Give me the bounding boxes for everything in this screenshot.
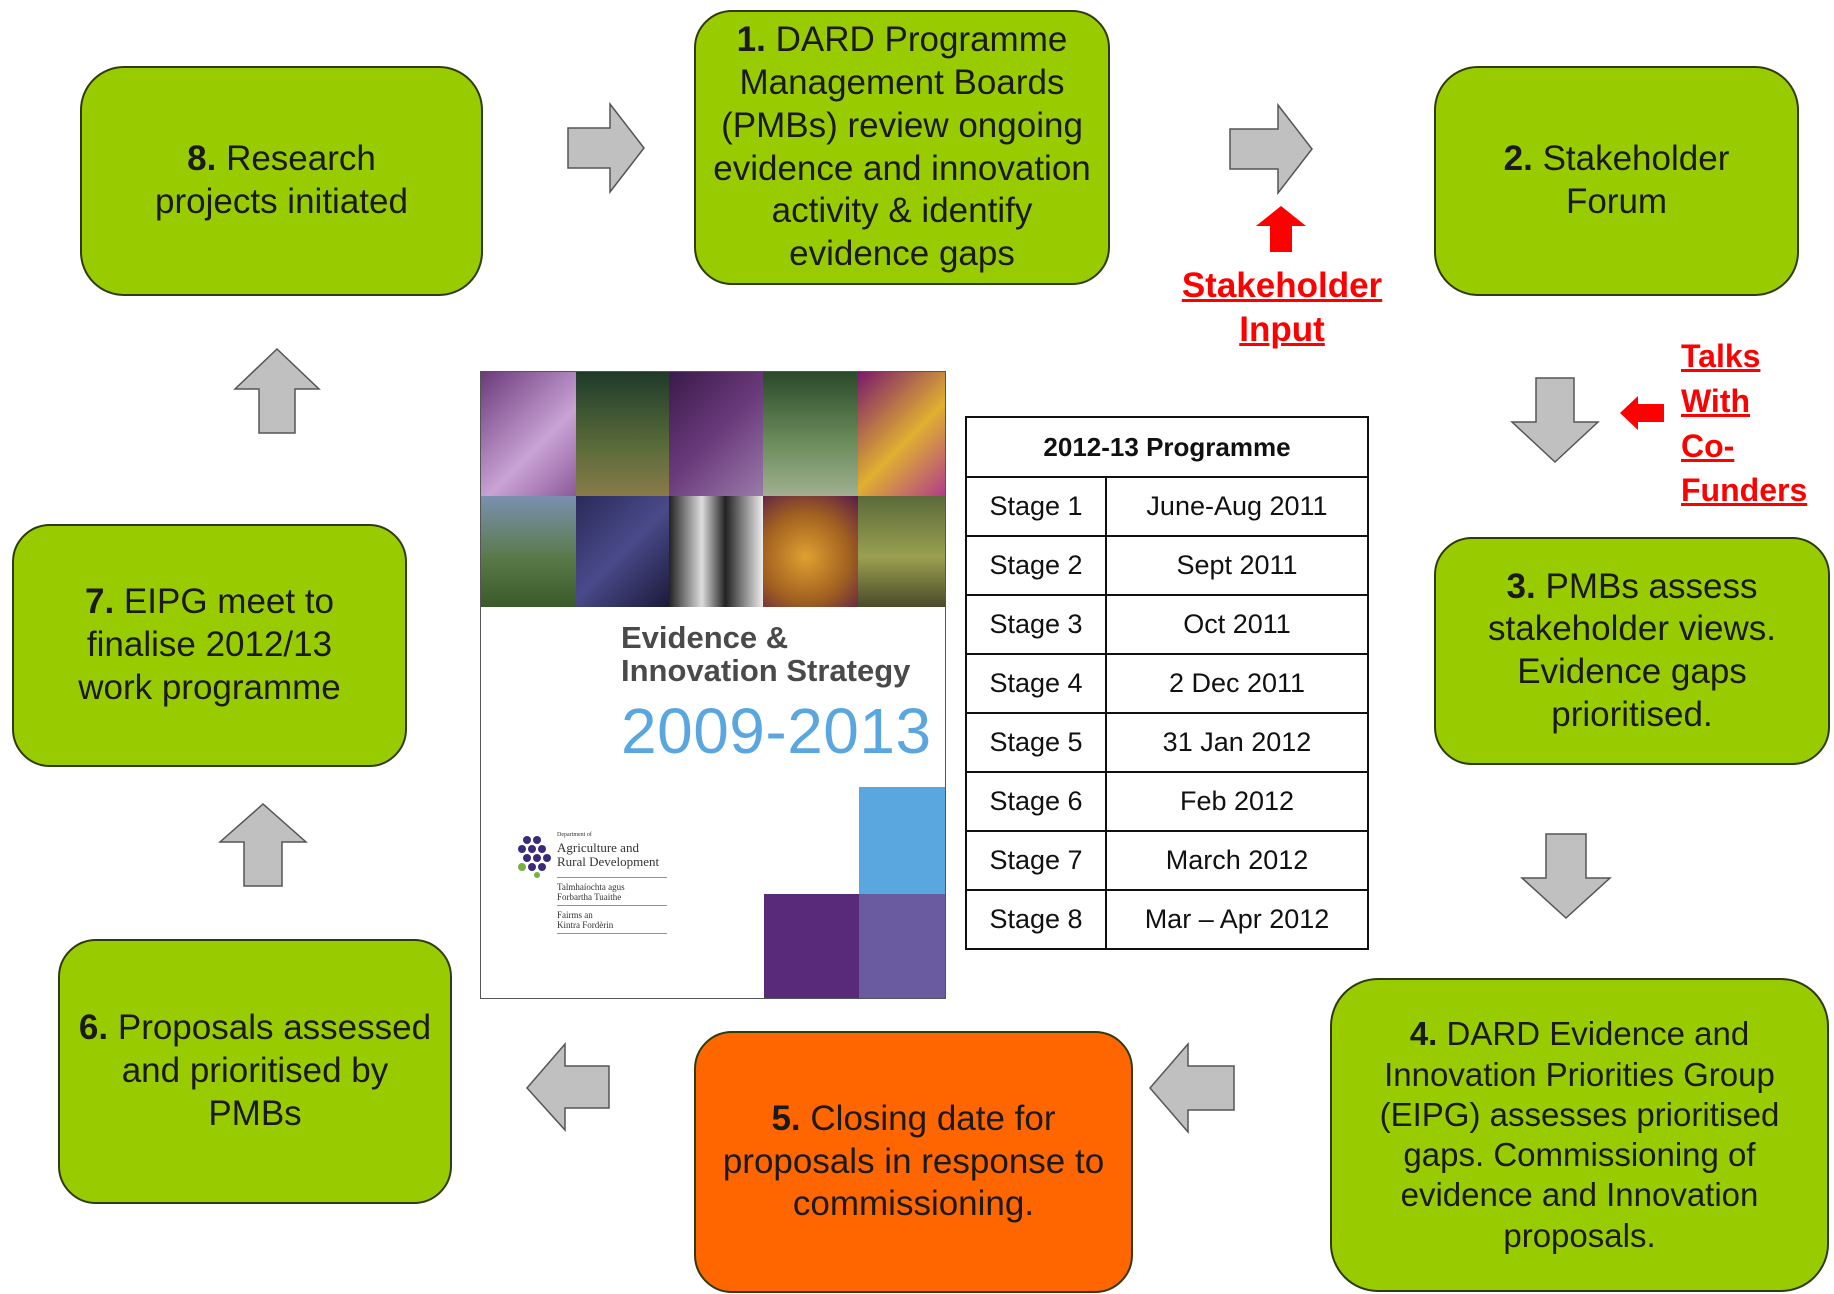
- table-row: Stage 1 June-Aug 2011: [965, 476, 1369, 537]
- logo-ulster-name: Fairms an Kintra Fordèrin: [557, 910, 614, 931]
- step-5-box: 5. Closing date for proposals in respons…: [694, 1031, 1133, 1293]
- date-cell: 2 Dec 2011: [1105, 653, 1369, 714]
- arrow-right-8-to-1: [567, 102, 645, 194]
- step-8-box: 8. Research projects initiated: [80, 66, 483, 296]
- logo-divider-1: [557, 877, 667, 878]
- photo-tile-landscape: [481, 496, 576, 607]
- stage-cell: Stage 8: [965, 889, 1107, 950]
- photo-tile-worker: [576, 496, 669, 607]
- step-6-box: 6. Proposals assessed and prioritised by…: [58, 939, 452, 1204]
- step-7-text: 7. EIPG meet to finalise 2012/13 work pr…: [78, 582, 341, 707]
- step-1-box: 1. DARD Programme Management Boards (PMB…: [694, 10, 1110, 285]
- table-row: Stage 8 Mar – Apr 2012: [965, 889, 1369, 950]
- step-3-box: 3. PMBs assess stakeholder views. Eviden…: [1434, 537, 1830, 765]
- photo-tile-forest: [576, 372, 669, 496]
- table-row: Stage 3 Oct 2011: [965, 594, 1369, 655]
- arrow-down-2-to-3: [1510, 377, 1600, 464]
- arrow-left-5-to-6: [525, 1042, 610, 1132]
- logo-irish-name: Talmhaíochta agus Forbartha Tuaithe: [557, 882, 625, 903]
- table-row: Stage 2 Sept 2011: [965, 535, 1369, 596]
- stage-cell: Stage 1: [965, 476, 1107, 537]
- talks-with-co-funders-label: Talks With Co- Funders: [1681, 338, 1808, 509]
- arrow-up-7-to-8: [233, 347, 321, 434]
- date-cell: March 2012: [1105, 830, 1369, 891]
- step-5-text: 5. Closing date for proposals in respons…: [722, 1098, 1105, 1224]
- date-cell: 31 Jan 2012: [1105, 712, 1369, 773]
- photo-tile-purple-1: [669, 372, 763, 496]
- logo-divider-2: [557, 905, 667, 906]
- stage-cell: Stage 4: [965, 653, 1107, 714]
- step-8-text: 8. Research projects initiated: [155, 139, 408, 221]
- stage-cell: Stage 3: [965, 594, 1107, 655]
- photo-tile-bottle: [858, 372, 945, 496]
- evidence-strategy-cover: Evidence & Innovation Strategy 2009-2013…: [480, 371, 946, 999]
- red-up-arrow: [1256, 206, 1306, 252]
- date-cell: Oct 2011: [1105, 594, 1369, 655]
- red-left-arrow: [1620, 396, 1664, 430]
- table-row: Stage 4 2 Dec 2011: [965, 653, 1369, 714]
- stage-cell: Stage 7: [965, 830, 1107, 891]
- table-row: Stage 7 March 2012: [965, 830, 1369, 891]
- table-row: Stage 6 Feb 2012: [965, 771, 1369, 832]
- photo-tile-lab: [481, 372, 576, 496]
- poster-block-blue: [859, 787, 945, 894]
- arrow-right-1-to-2: [1229, 103, 1313, 195]
- step-6-text: 6. Proposals assessed and prioritised by…: [78, 1008, 432, 1133]
- poster-title: Evidence & Innovation Strategy: [621, 620, 911, 688]
- step-4-box: 4. DARD Evidence and Innovation Prioriti…: [1330, 978, 1829, 1292]
- stage-cell: Stage 5: [965, 712, 1107, 773]
- step-7-box: 7. EIPG meet to finalise 2012/13 work pr…: [12, 524, 407, 767]
- step-3-text: 3. PMBs assess stakeholder views. Eviden…: [1488, 566, 1776, 734]
- step-2-box: 2. Stakeholder Forum: [1434, 66, 1799, 296]
- photo-tile-farmer: [858, 496, 945, 607]
- stage-cell: Stage 2: [965, 535, 1107, 596]
- stage-cell: Stage 6: [965, 771, 1107, 832]
- date-cell: Mar – Apr 2012: [1105, 889, 1369, 950]
- poster-block-violet: [859, 894, 945, 998]
- date-cell: Sept 2011: [1105, 535, 1369, 596]
- step-2-text: 2. Stakeholder Forum: [1503, 139, 1730, 221]
- logo-small-caption: Department of: [557, 832, 592, 838]
- dard-logo-icon: [518, 836, 551, 878]
- poster-block-purple: [764, 894, 859, 998]
- photo-tile-river: [763, 372, 858, 496]
- arrow-left-4-to-5: [1149, 1042, 1235, 1134]
- photo-tile-cows: [669, 496, 763, 607]
- date-cell: June-Aug 2011: [1105, 476, 1369, 537]
- table-header-row: 2012-13 Programme: [965, 416, 1369, 478]
- logo-divider-3: [557, 933, 667, 934]
- photo-tile-petri: [763, 496, 858, 607]
- table-header: 2012-13 Programme: [965, 416, 1369, 478]
- logo-name: Agriculture and Rural Development: [557, 840, 660, 870]
- programme-table: 2012-13 Programme Stage 1 June-Aug 2011 …: [965, 416, 1369, 950]
- step-4-text: 4. DARD Evidence and Innovation Prioriti…: [1379, 1015, 1780, 1254]
- arrow-up-6-to-7: [218, 802, 308, 887]
- arrow-down-3-to-4: [1520, 833, 1612, 920]
- step-1-text: 1. DARD Programme Management Boards (PMB…: [713, 20, 1091, 273]
- stakeholder-input-label: Stakeholder Input: [1181, 266, 1383, 349]
- poster-years: 2009-2013: [621, 695, 932, 767]
- date-cell: Feb 2012: [1105, 771, 1369, 832]
- table-row: Stage 5 31 Jan 2012: [965, 712, 1369, 773]
